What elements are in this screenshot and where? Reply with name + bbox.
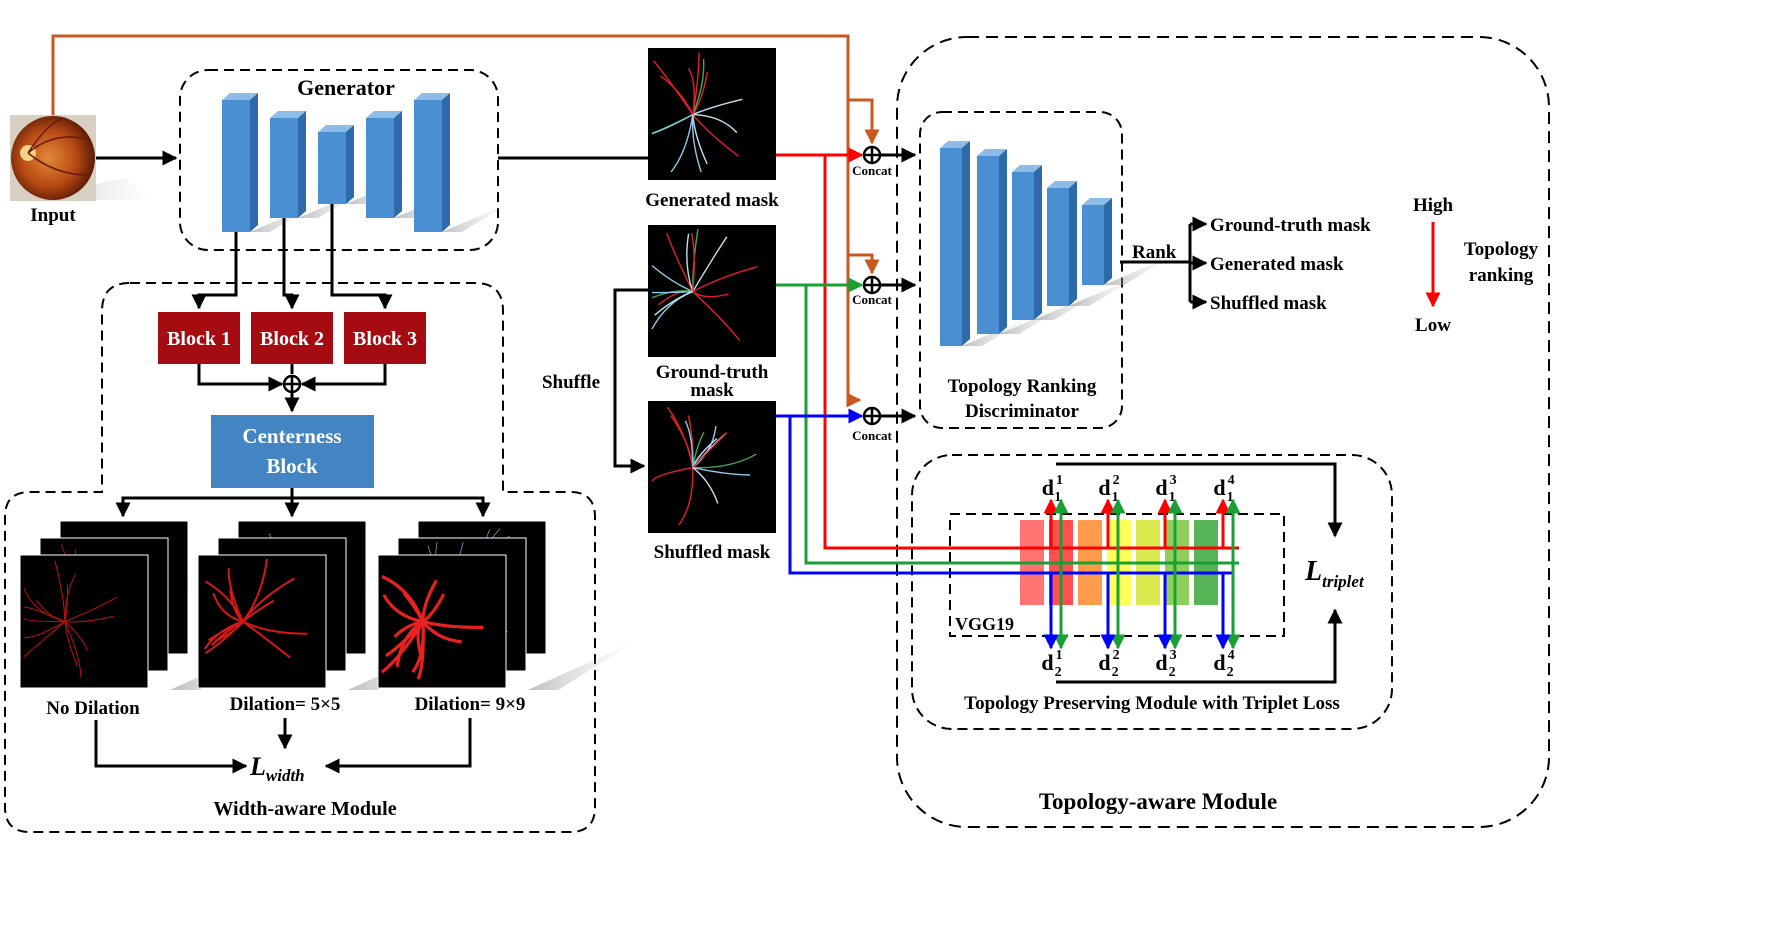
concat-node-3	[862, 406, 882, 426]
ranking-title-line2: ranking	[1469, 265, 1534, 286]
connector	[51, 34, 880, 145]
triplet-frame	[911, 454, 1393, 730]
connector	[292, 496, 491, 518]
connector	[613, 288, 648, 474]
ground-truth-label-line2: mask	[690, 380, 734, 401]
width-module-title: Width-aware Module	[213, 798, 396, 820]
block-3-label: Block 3	[353, 328, 417, 350]
generator-layer	[414, 93, 512, 232]
concat-label-1: Concat	[852, 163, 892, 178]
width-module-frame	[4, 282, 596, 833]
concat-label-2: Concat	[852, 292, 892, 307]
generator-frame	[179, 69, 499, 251]
connector	[300, 364, 387, 392]
shuffled-mask-label: Shuffled mask	[654, 542, 771, 563]
rank-label: Rank	[1132, 242, 1177, 263]
rank-output-generated: Generated mask	[1210, 254, 1344, 275]
connector	[191, 232, 238, 310]
width-loss-symbol: L	[249, 752, 266, 781]
panel-dilation-5	[197, 520, 458, 690]
panel-label-dilation-5: Dilation= 5×5	[230, 694, 341, 715]
triplet-loss: Ltriplet	[1304, 556, 1365, 591]
centerness-block: Centerness Block	[211, 415, 374, 488]
triplet-module-title: Topology Preserving Module with Triplet …	[964, 693, 1340, 714]
connector	[846, 255, 862, 408]
mask-images	[648, 48, 776, 533]
block-1-label: Block 1	[167, 328, 231, 350]
triplet-loss-symbol: L	[1304, 556, 1322, 587]
input-label: Input	[30, 205, 76, 226]
connector	[804, 285, 1239, 565]
mask-generated-image	[648, 48, 776, 180]
connector	[788, 416, 1233, 575]
generator-title: Generator	[297, 75, 395, 100]
panel-label-no-dilation: No Dilation	[46, 698, 140, 719]
block-1: Block 1	[158, 312, 240, 364]
connectors	[51, 34, 1343, 774]
rank-output-shuffled: Shuffled mask	[1210, 293, 1327, 314]
ranking-title-line1: Topology	[1464, 239, 1539, 260]
discriminator-frame	[919, 111, 1123, 429]
ranking-low: Low	[1415, 315, 1451, 336]
topology-module-title: Topology-aware Module	[1039, 789, 1277, 814]
connector	[115, 488, 294, 518]
vgg19-label: VGG19	[955, 614, 1014, 634]
ground-truth-label-line1: Ground-truth	[656, 362, 769, 383]
connector	[1056, 462, 1343, 538]
centerness-line1: Centerness	[242, 424, 341, 448]
ranking-high: High	[1413, 195, 1454, 216]
connector	[324, 718, 472, 774]
concat-node-2	[862, 275, 882, 295]
mask-shuffled-image	[648, 401, 776, 533]
block-2: Block 2	[251, 312, 333, 364]
rank-output-ground-truth: Ground-truth mask	[1210, 215, 1371, 236]
panel-dilation-9	[377, 520, 638, 690]
generator-layers	[222, 93, 512, 232]
connector	[1056, 608, 1343, 684]
connector	[846, 100, 880, 275]
concat-label-3: Concat	[852, 428, 892, 443]
topology-module-frame	[896, 36, 1550, 828]
width-loss: Lwidth	[249, 752, 305, 785]
triplet-loss-subscript: triplet	[1322, 572, 1365, 591]
connector	[94, 720, 248, 774]
discriminator-label-line2: Discriminator	[965, 401, 1080, 422]
generated-mask-label: Generated mask	[645, 190, 779, 211]
concat-node-1	[862, 145, 882, 165]
width-panels	[19, 520, 638, 690]
mask-ground-truth-image	[648, 225, 776, 357]
width-loss-subscript: width	[266, 766, 305, 785]
centerness-line2: Block	[266, 454, 318, 478]
connector	[330, 204, 393, 310]
discriminator-label-line1: Topology Ranking	[948, 376, 1097, 397]
input-image	[10, 115, 155, 201]
connector	[197, 364, 284, 392]
connector	[282, 218, 300, 310]
discriminator-layers	[940, 141, 1174, 346]
panel-label-dilation-9: Dilation= 9×9	[415, 694, 526, 715]
block-2-label: Block 2	[260, 328, 324, 350]
block-3: Block 3	[344, 312, 426, 364]
shuffle-label: Shuffle	[542, 372, 600, 393]
